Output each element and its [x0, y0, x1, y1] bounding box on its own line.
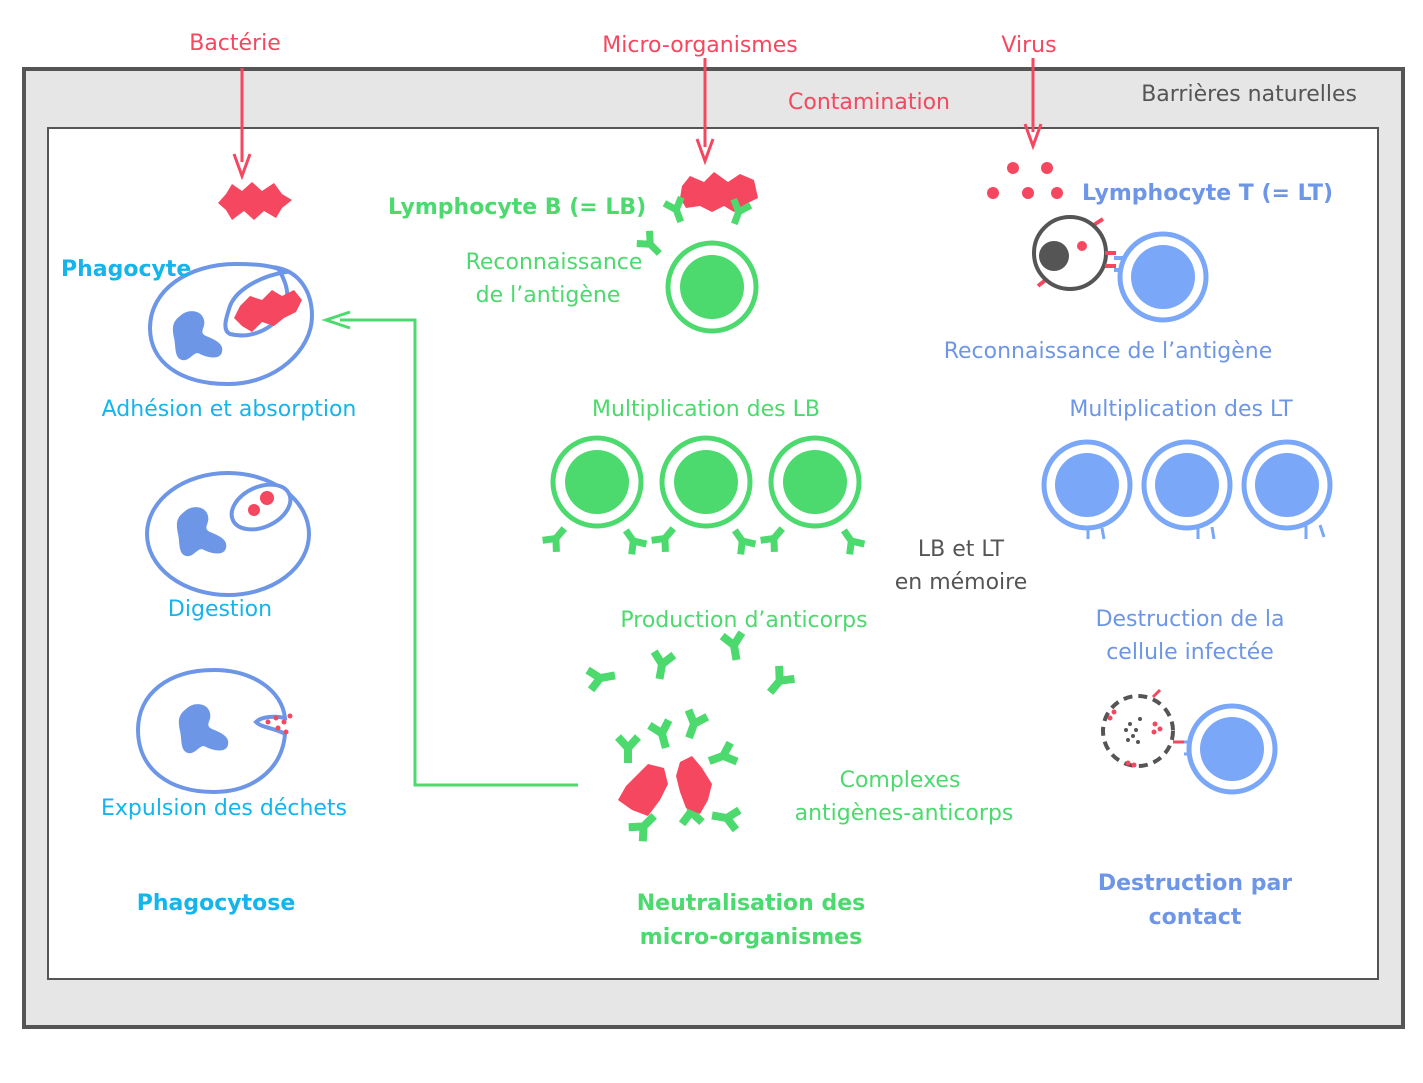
phagocyte-icon	[147, 261, 315, 387]
microorganisms-label: Micro-organismes	[602, 33, 798, 58]
adhesion-absorption-label: Adhésion et absorption	[101, 397, 357, 422]
waste-expulsion-label: Expulsion des déchets	[100, 796, 348, 821]
complexes-line1: Complexes	[839, 768, 961, 793]
complexes-line2: antigènes-anticorps	[794, 801, 1014, 826]
virus-label: Virus	[1001, 33, 1057, 58]
lymphocyte-b-icon	[637, 172, 758, 331]
contact-destruction-title-line1: Destruction par	[1097, 871, 1293, 896]
destroyed-cell-icon	[1101, 688, 1275, 792]
bacteria-entry-arrow	[232, 68, 252, 181]
phagocyte-expulsion-icon	[135, 667, 293, 795]
phagocytosis-return-arrow	[321, 310, 578, 787]
digestion-label: Digestion	[167, 597, 273, 622]
lymphocyte-t-label: Lymphocyte T (= LT)	[1082, 181, 1334, 206]
antibody-production-label: Production d’anticorps	[620, 608, 868, 633]
bacteria-label: Bactérie	[189, 31, 281, 56]
microorganisms-entry-arrow	[695, 58, 715, 166]
phagocyte-label: Phagocyte	[61, 257, 192, 282]
memory-line2: en mémoire	[894, 570, 1028, 595]
virus-icon	[987, 162, 1063, 199]
infected-cell-destruction-line2: cellule infectée	[1106, 640, 1274, 665]
contamination-label: Contamination	[788, 90, 950, 115]
bacterium-icon	[218, 182, 292, 220]
neutralisation-title-line2: micro-organismes	[639, 925, 863, 950]
infected-cell-icon	[1032, 215, 1116, 291]
phagocytosis-title: Phagocytose	[136, 891, 296, 916]
lb-multiplication-label: Multiplication des LB	[592, 397, 820, 422]
infected-cell-destruction-line1: Destruction de la	[1095, 607, 1285, 632]
lymphocyte-b-label: Lymphocyte B (= LB)	[388, 195, 647, 220]
memory-line1: LB et LT	[917, 537, 1005, 562]
contact-destruction-title-line2: contact	[1148, 905, 1242, 930]
lt-multiplication-icon	[1044, 442, 1330, 540]
b-recognition-line2: de l’antigène	[475, 283, 621, 308]
neutralisation-title-line1: Neutralisation des	[636, 891, 866, 916]
natural-barriers-label: Barrières naturelles	[1141, 82, 1357, 107]
t-recognition-label: Reconnaissance de l’antigène	[943, 339, 1273, 364]
phagocyte-digestion-icon	[145, 471, 311, 597]
antigen-antibody-complex-icon	[618, 710, 739, 841]
lymphocyte-t-icon	[1114, 234, 1206, 320]
b-recognition-line1: Reconnaissance	[465, 250, 643, 275]
virus-entry-arrow	[1023, 58, 1043, 151]
lt-multiplication-label: Multiplication des LT	[1069, 397, 1293, 422]
